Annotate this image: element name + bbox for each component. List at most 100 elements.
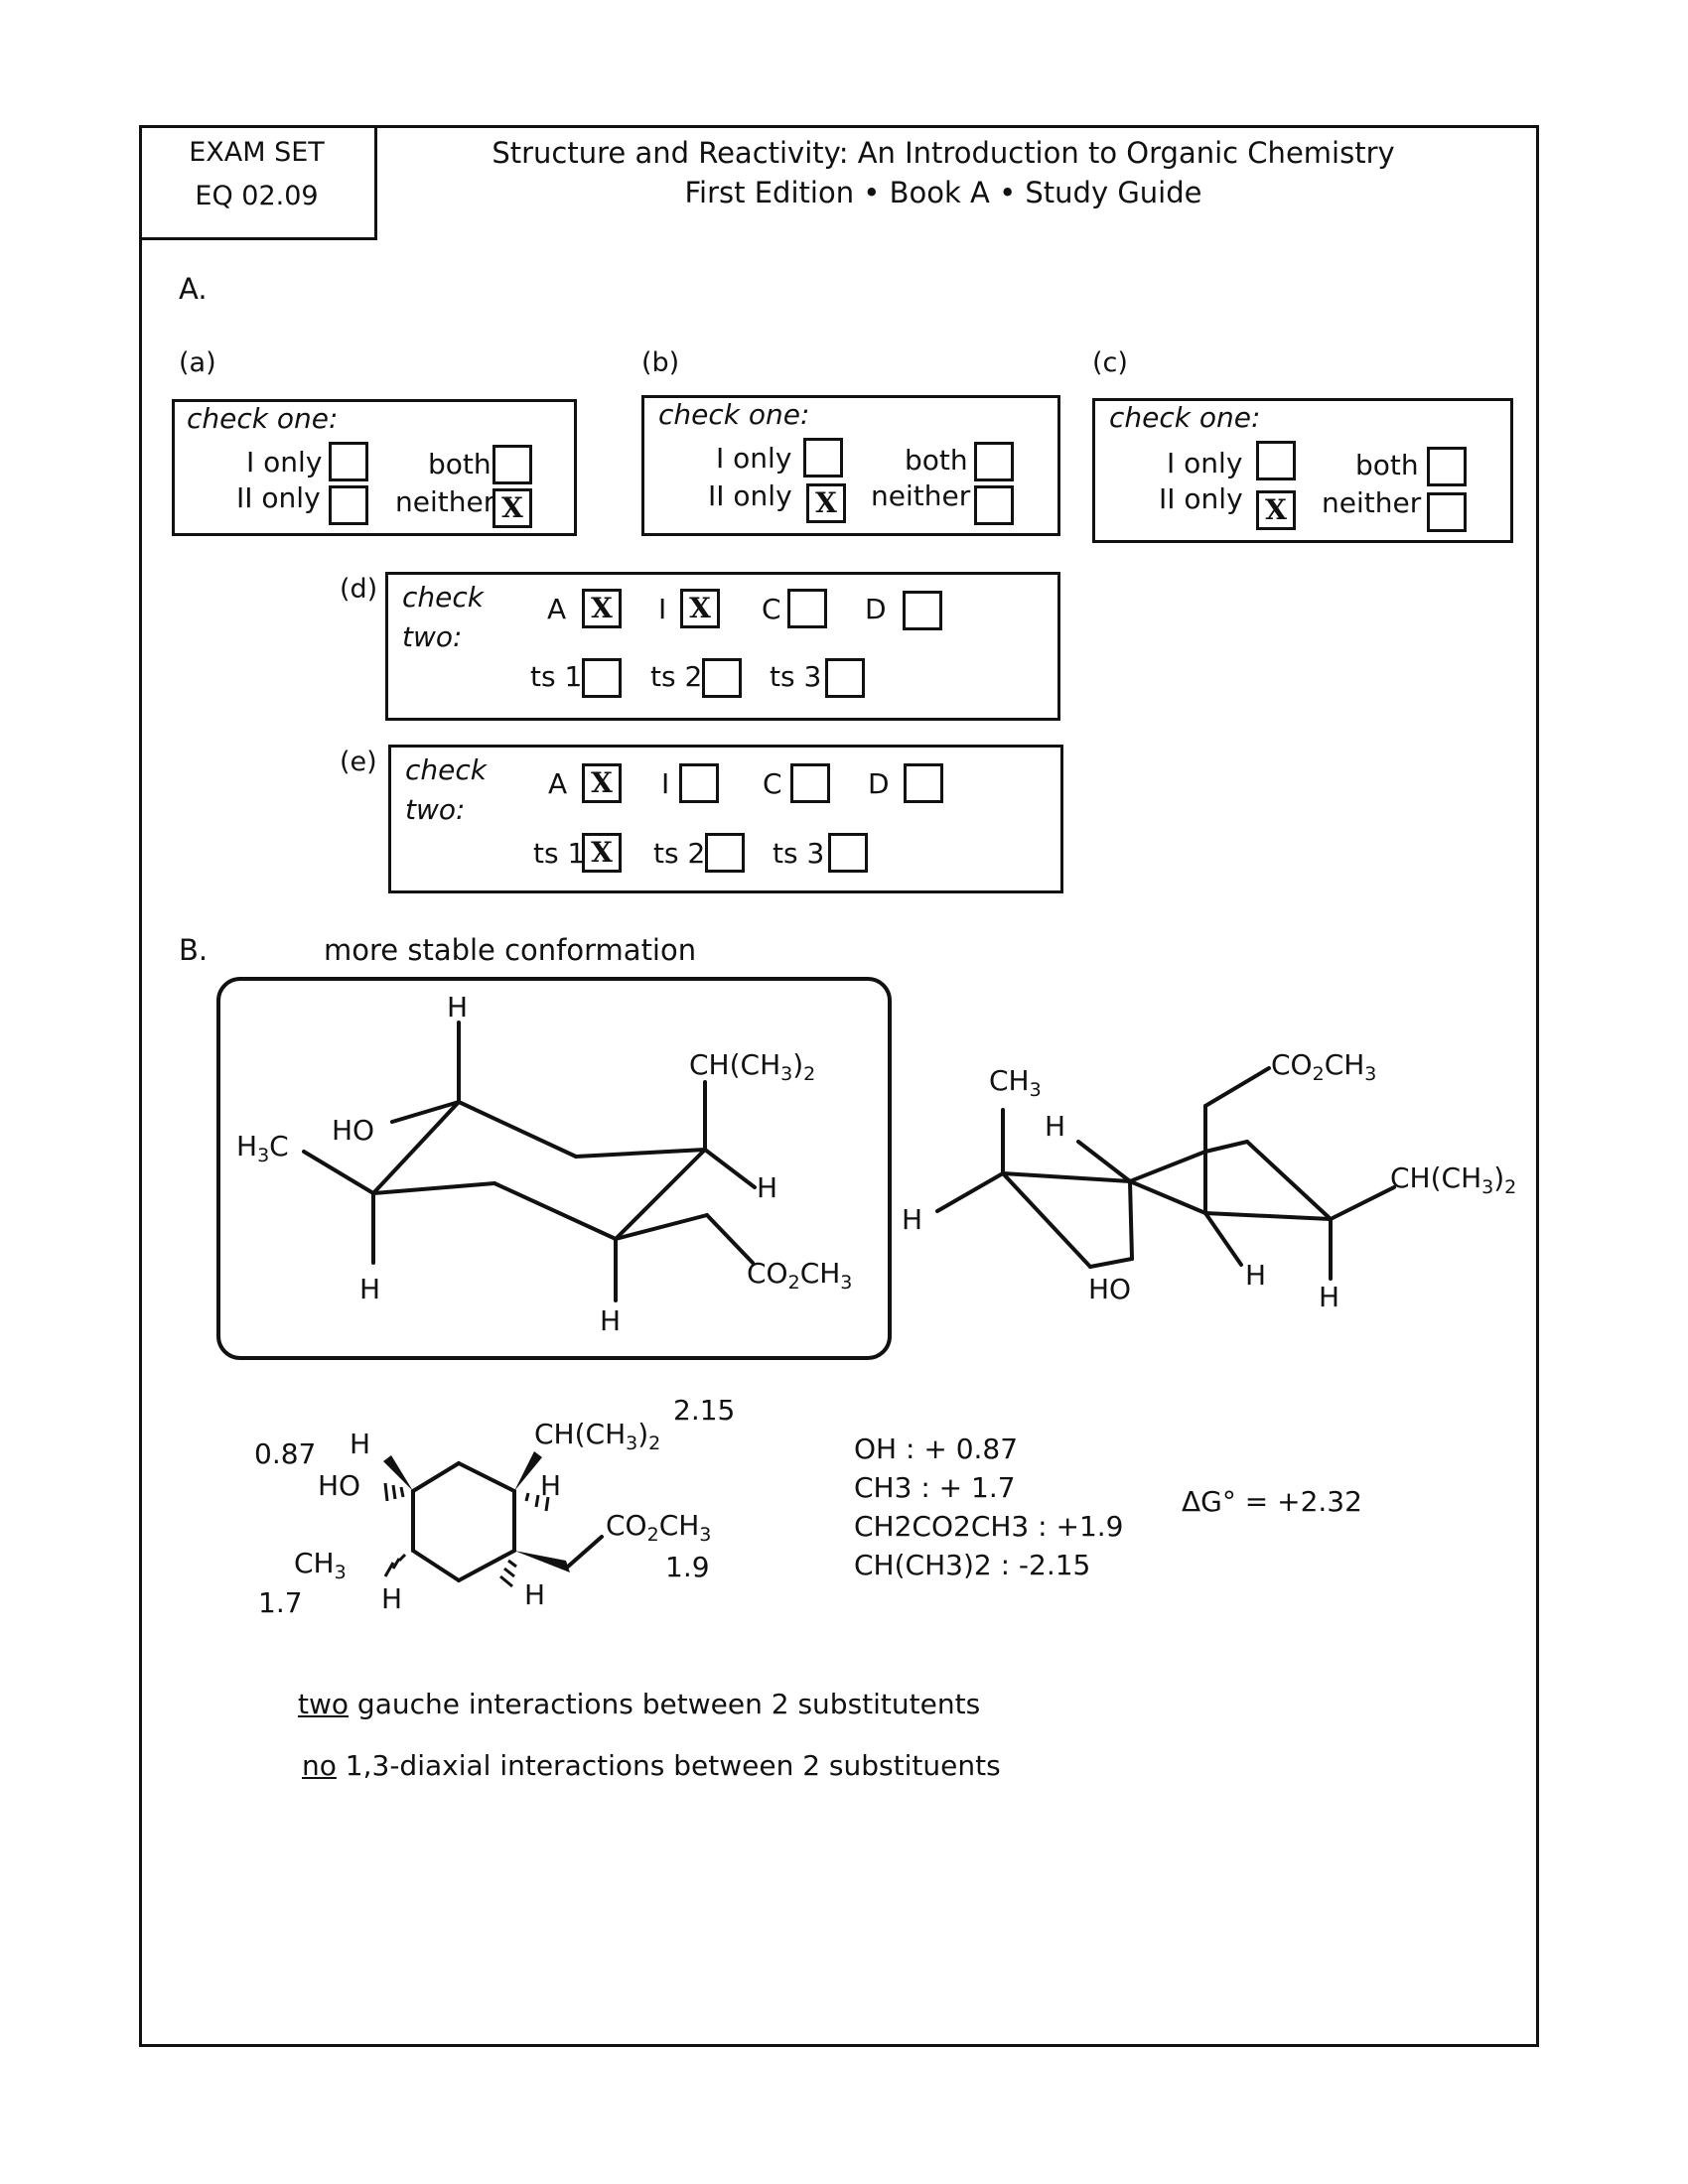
checkbox-a[interactable]: X (582, 589, 622, 628)
option-label-ts1: ts 1 (533, 837, 586, 870)
hexagon-structure (411, 1461, 604, 1582)
note-gauche-text: gauche interactions between 2 substitute… (349, 1688, 981, 1720)
value-isopropyl: 2.15 (673, 1394, 736, 1427)
svg-text:CH(CH3)2: CH(CH3)2 (534, 1418, 660, 1454)
checkbox-ts3[interactable] (828, 833, 868, 873)
option-label-ii-only: II only (708, 479, 792, 512)
part-e-label: (e) (340, 747, 377, 777)
checkbox-d[interactable] (904, 763, 943, 803)
checkbox-neither[interactable] (974, 485, 1014, 525)
option-label-a: A (547, 593, 567, 625)
option-label-neither: neither (1322, 486, 1422, 519)
checkbox-i[interactable] (679, 763, 719, 803)
part-b-checkbox-group: check one: I only II only X both neither (641, 395, 1060, 536)
option-label-c: C (763, 767, 782, 800)
checkbox-c[interactable] (790, 763, 830, 803)
option-label-a: A (548, 767, 568, 800)
checkbox-neither[interactable]: X (492, 488, 532, 528)
checkbox-neither[interactable] (1427, 492, 1467, 532)
svg-text:CH3: CH3 (989, 1064, 1042, 1101)
svg-text:H3C: H3C (236, 1130, 289, 1166)
exam-set-box: EXAM SET EQ 02.09 (139, 125, 377, 240)
checkbox-both[interactable] (1427, 447, 1467, 486)
option-label-ts2: ts 2 (650, 660, 703, 693)
part-b-label: (b) (641, 347, 680, 378)
checkbox-both[interactable] (492, 445, 532, 484)
contribution-list: OH : + 0.87 CH3 : + 1.7 CH2CO2CH3 : +1.9… (854, 1430, 1123, 1584)
checkbox-both[interactable] (974, 442, 1014, 481)
note-gauche-count: two (298, 1688, 350, 1720)
option-label-neither: neither (395, 485, 495, 518)
check-one-label: check one: (187, 402, 339, 435)
svg-text:H: H (350, 1428, 370, 1460)
value-ester: 1.9 (665, 1551, 710, 1583)
checkbox-i-only[interactable] (1256, 441, 1296, 480)
page-frame (139, 125, 1539, 2047)
part-a-label: (a) (179, 347, 216, 378)
option-label-ts2: ts 2 (653, 837, 706, 870)
option-label-neither: neither (871, 479, 971, 512)
check-two-label-1: check (405, 753, 487, 786)
chair-conformation-2 (935, 1066, 1396, 1281)
stereo-wedges (383, 1451, 570, 1572)
checkbox-ts1[interactable]: X (582, 833, 622, 873)
part-d-label: (d) (340, 574, 378, 605)
checkbox-i-only[interactable] (803, 438, 843, 478)
option-label-both: both (905, 444, 968, 477)
svg-text:CO2CH3: CO2CH3 (747, 1257, 852, 1294)
chair-conformation-1 (302, 1021, 757, 1302)
page-title: Structure and Reactivity: An Introductio… (397, 133, 1489, 212)
note-diaxial-count: no (302, 1749, 337, 1782)
checkbox-ii-only[interactable]: X (1256, 490, 1296, 530)
svg-text:HO: HO (1088, 1273, 1131, 1305)
option-label-d: D (868, 767, 890, 800)
checkbox-d[interactable] (903, 591, 942, 630)
stereo-hashes (383, 1482, 550, 1588)
part-c-checkbox-group: check one: I only II only X both neither (1092, 398, 1513, 543)
option-label-i-only: I only (246, 446, 323, 478)
contribution-ch2co2ch3: CH2CO2CH3 : +1.9 (854, 1510, 1124, 1543)
checkbox-ts2[interactable] (705, 833, 745, 873)
contribution-oh: OH : + 0.87 (854, 1433, 1019, 1465)
check-one-label: check one: (1109, 401, 1261, 434)
delta-g: ΔG° = +2.32 (1182, 1485, 1362, 1518)
checkbox-ts3[interactable] (825, 658, 865, 698)
section-b-caption: more stable conformation (324, 933, 697, 967)
section-a-label: A. (179, 272, 208, 306)
contribution-isopropyl: CH(CH3)2 : -2.15 (854, 1549, 1091, 1581)
option-label-i-only: I only (716, 442, 792, 475)
option-label-i-only: I only (1167, 447, 1243, 479)
svg-text:H: H (1245, 1259, 1266, 1292)
svg-text:HO: HO (332, 1114, 374, 1147)
checkbox-c[interactable] (787, 589, 827, 628)
part-c-label: (c) (1092, 347, 1128, 378)
checkbox-ii-only[interactable] (329, 485, 368, 525)
svg-text:H: H (540, 1469, 561, 1502)
svg-text:CO2CH3: CO2CH3 (1271, 1048, 1376, 1085)
svg-text:H: H (902, 1203, 922, 1236)
option-label-ts3: ts 3 (770, 660, 822, 693)
check-two-label-2: two: (402, 620, 463, 653)
svg-text:CH(CH3)2: CH(CH3)2 (689, 1048, 815, 1085)
checkbox-ts1[interactable] (582, 658, 622, 698)
atom-labels: H HO H3C H H CH(CH3)2 H CO2CH3 CH3 CO2CH… (236, 991, 1516, 1615)
svg-text:H: H (1319, 1281, 1339, 1313)
checkbox-ts2[interactable] (702, 658, 742, 698)
svg-text:CH(CH3)2: CH(CH3)2 (1390, 1161, 1516, 1198)
checkbox-a[interactable]: X (582, 763, 622, 803)
option-label-ts1: ts 1 (530, 660, 583, 693)
checkbox-i-only[interactable] (329, 442, 368, 481)
exam-code: EQ 02.09 (195, 181, 319, 211)
title-line-2: First Edition • Book A • Study Guide (684, 176, 1202, 209)
svg-text:HO: HO (318, 1469, 360, 1502)
svg-text:H: H (757, 1171, 777, 1204)
svg-text:CH3: CH3 (294, 1547, 347, 1583)
check-two-label-1: check (402, 581, 484, 614)
checkbox-ii-only[interactable]: X (806, 483, 846, 523)
section-b-label: B. (179, 933, 209, 967)
part-e-checkbox-group: check two: A X I C D ts 1 X ts 2 ts 3 (388, 745, 1063, 893)
svg-text:H: H (524, 1578, 545, 1611)
option-label-i: I (658, 593, 667, 625)
checkbox-i[interactable]: X (680, 589, 720, 628)
